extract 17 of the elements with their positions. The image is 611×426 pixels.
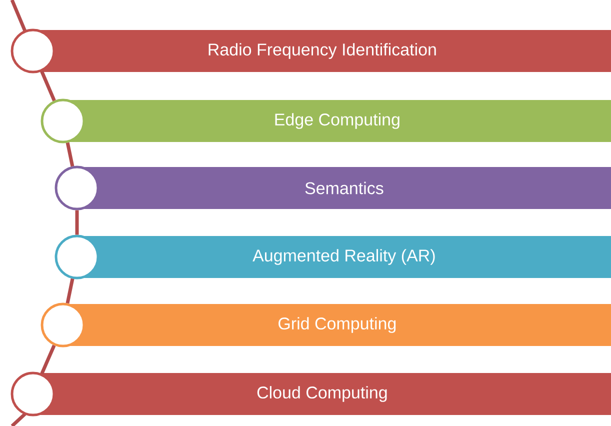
bar: Grid Computing [63, 304, 611, 346]
connector-line [66, 278, 74, 304]
connector-line [40, 70, 56, 102]
bar: Augmented Reality (AR) [77, 236, 611, 278]
connector-line [75, 210, 79, 235]
circle-marker [54, 166, 100, 210]
circle-marker [54, 234, 100, 280]
connector-line [40, 344, 56, 374]
circle-marker [10, 372, 56, 416]
connector-line [66, 142, 74, 167]
bar: Radio Frequency Identification [33, 30, 611, 72]
circle-marker [40, 302, 86, 348]
circle-marker [10, 28, 56, 74]
circle-marker [40, 98, 86, 144]
bar: Cloud Computing [33, 373, 611, 415]
bar: Edge Computing [63, 100, 611, 142]
bar: Semantics [77, 167, 611, 209]
